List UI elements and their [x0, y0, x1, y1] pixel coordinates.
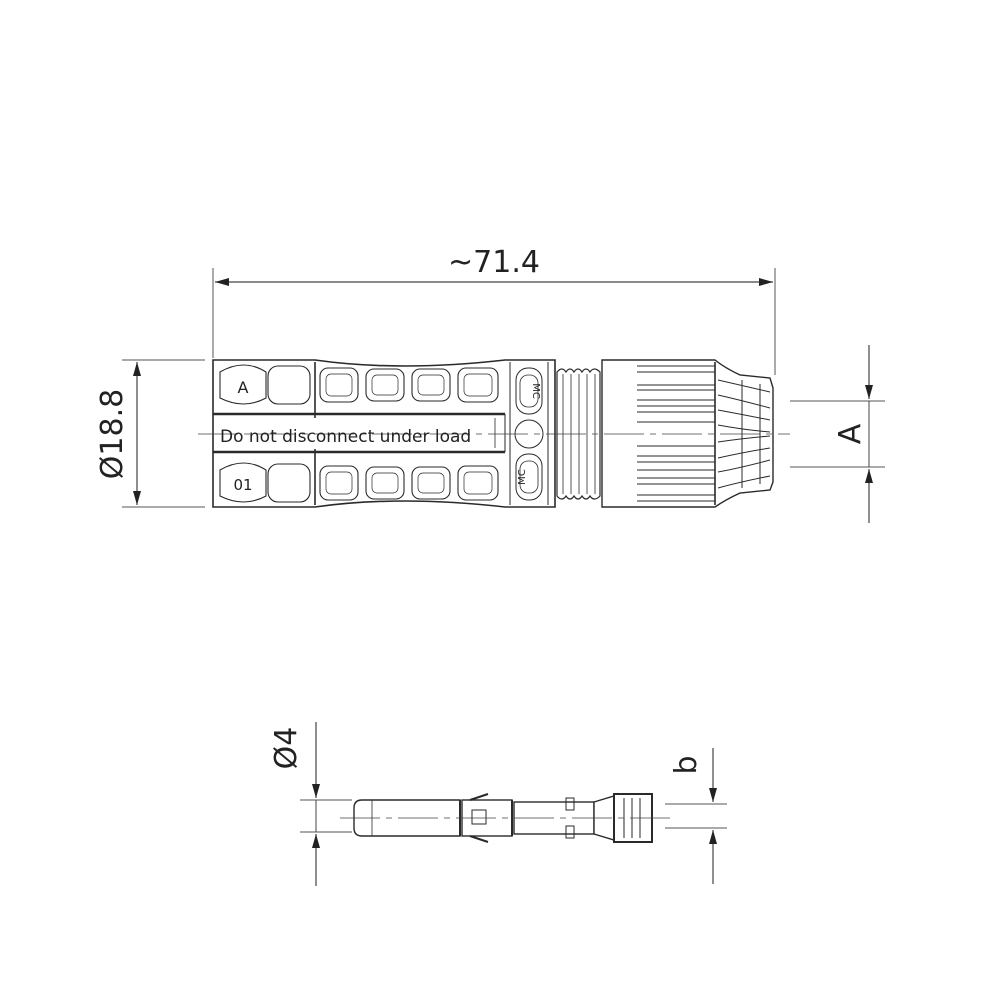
contact-diameter-dimension: Ø4	[269, 722, 352, 886]
grip-pockets-bottom	[219, 462, 499, 503]
length-value: ~71.4	[448, 245, 540, 280]
diameter-value: Ø18.8	[95, 389, 130, 479]
crimp-dimension-label: b	[669, 755, 704, 774]
cable-dimension-a: A	[790, 345, 885, 523]
contact-diameter-value: Ø4	[269, 727, 304, 770]
mark-top: A	[238, 378, 249, 397]
cable-dimension-label: A	[833, 423, 868, 444]
logo-top: MC	[530, 383, 541, 399]
crimp-dimension-b: b	[665, 748, 727, 884]
diameter-dimension: Ø18.8	[95, 359, 205, 508]
length-dimension: ~71.4	[212, 245, 776, 375]
connector-body	[198, 359, 790, 508]
mark-bottom: 01	[233, 476, 252, 494]
warning-label: Do not disconnect under load	[220, 427, 471, 447]
contact-pin	[340, 793, 670, 843]
cap-nut	[601, 359, 774, 508]
grip-pockets-top	[219, 364, 499, 405]
logo-bottom: MC	[517, 469, 528, 485]
